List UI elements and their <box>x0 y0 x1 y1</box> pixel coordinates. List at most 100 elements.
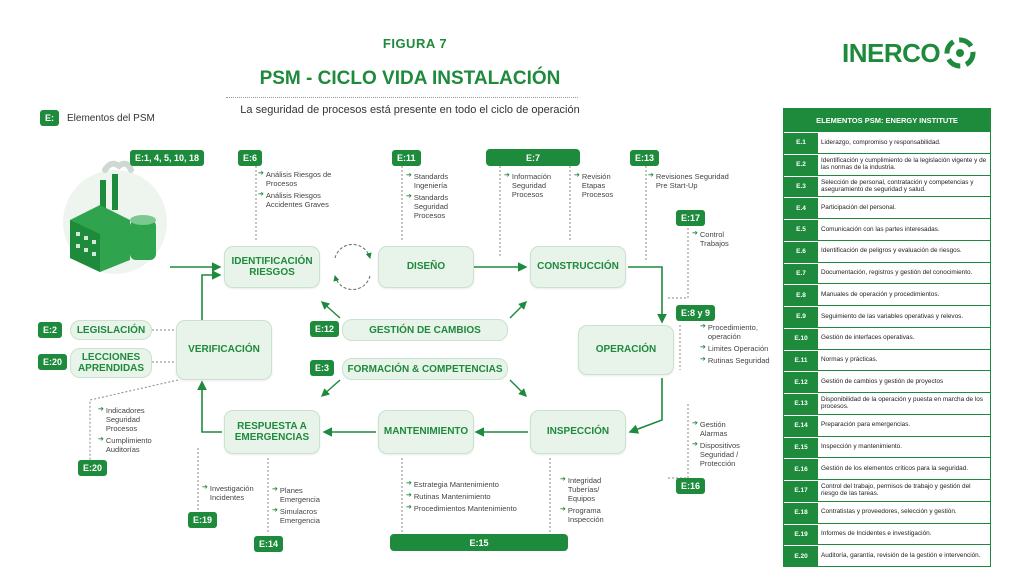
note-item: Información Seguridad Procesos <box>511 172 552 199</box>
element-description: Liderazgo, compromiso y responsabilidad. <box>821 138 941 146</box>
note-item: Control Trabajos <box>699 230 729 248</box>
notes-verificacion: ➔Indicadores Seguridad Procesos ➔Cumplim… <box>98 406 170 457</box>
note-item: Cumplimiento Auditorías <box>105 436 152 454</box>
element-code: E.5 <box>784 219 818 240</box>
element-code: E.10 <box>784 327 818 349</box>
element-code: E.1 <box>784 132 818 153</box>
note-item: Rutinas Mantenimiento <box>413 492 491 501</box>
node-inspeccion: INSPECCIÓN <box>530 410 626 454</box>
element-code: E.17 <box>784 480 818 501</box>
badge-e14: E:14 <box>254 536 284 552</box>
legend-badge: E: <box>40 110 59 126</box>
legend-label: Elementos del PSM <box>67 112 155 124</box>
element-description: Selección de personal, contratación y co… <box>821 178 974 193</box>
badge-e13: E:13 <box>630 150 660 166</box>
element-code: E.12 <box>784 371 818 392</box>
note-item: Análisis Riesgos de Procesos <box>265 170 332 188</box>
element-description: Control del trabajo, permisos de trabajo… <box>821 483 971 498</box>
badge-e20-lecciones: E:20 <box>38 354 68 370</box>
element-code: E.4 <box>784 197 818 218</box>
badge-e2: E:2 <box>38 322 63 338</box>
badge-e20-verificacion: E:20 <box>78 460 108 476</box>
badge-e6: E:6 <box>238 150 263 166</box>
element-code: E.8 <box>784 284 818 305</box>
note-item: Estrategia Mantenimiento <box>413 480 499 489</box>
element-code: E.11 <box>784 349 818 371</box>
note-item: Procedimientos Mantenimiento <box>413 504 517 513</box>
element-code: E.6 <box>784 240 818 262</box>
element-code: E.9 <box>784 306 818 327</box>
element-description: Gestión de cambios y gestión de proyecto… <box>821 377 944 385</box>
element-code: E.19 <box>784 523 818 545</box>
pill-lecciones-aprendidas: LECCIONES APRENDIDAS <box>70 348 152 378</box>
notes-e7-info: ➔Información Seguridad Procesos <box>504 172 562 202</box>
note-item: Limites Operación <box>707 344 769 353</box>
element-description: Inspección y mantenimiento. <box>821 443 902 451</box>
element-description: Gestión de interfaces operativas. <box>821 334 915 342</box>
element-code: E.7 <box>784 262 818 284</box>
notes-e16: ➔Gestión Alarmas ➔Dispositivos Seguridad… <box>692 420 752 471</box>
note-item: Investigación Incidentes <box>209 484 254 502</box>
element-description: Documentación, registros y gestión del c… <box>821 269 973 277</box>
element-code: E.20 <box>784 545 818 566</box>
title-divider <box>226 97 578 98</box>
notes-planes: ➔Planes Emergencia ➔Simulacros Emergenci… <box>272 486 336 528</box>
badge-e16: E:16 <box>676 478 706 494</box>
note-item: Integridad Tuberías/ Equipos <box>567 476 602 503</box>
node-respuesta-emergencias: RESPUESTA A EMERGENCIAS <box>224 410 320 454</box>
element-code: E.15 <box>784 436 818 458</box>
pill-formacion-competencias: FORMACIÓN & COMPETENCIAS <box>342 358 508 380</box>
note-item: Análisis Riesgos Accidentes Graves <box>265 191 329 209</box>
badge-e15: E:15 <box>390 534 568 551</box>
notes-operacion: ➔Procedimiento, operación ➔Limites Opera… <box>700 323 776 368</box>
note-item: Procedimiento, operación <box>707 323 758 341</box>
notes-e6: ➔Análisis Riesgos de Procesos ➔Análisis … <box>258 170 338 212</box>
element-description: Preparación para emergencias. <box>821 421 911 429</box>
element-description: Comunicación con las partes interesadas. <box>821 225 940 233</box>
page-title: PSM - CICLO VIDA INSTALACIÓN <box>259 68 561 89</box>
element-description: Disponibilidad de la operación y puesta … <box>821 396 983 411</box>
note-item: Planes Emergencia <box>279 486 320 504</box>
plant-illustration <box>63 160 167 274</box>
note-item: Standards Ingeniería <box>413 172 449 190</box>
element-description: Contratistas y proveedores, selección y … <box>821 508 957 516</box>
node-construccion: CONSTRUCCIÓN <box>530 246 626 288</box>
node-verificacion: VERIFICACIÓN <box>176 320 272 380</box>
element-code: E.2 <box>784 153 818 175</box>
note-item: Simulacros Emergencia <box>279 507 320 525</box>
element-description: Participación del personal. <box>821 203 896 211</box>
notes-e7-revision: ➔Revisión Etapas Procesos <box>574 172 630 202</box>
notes-e17: ➔Control Trabajos <box>692 230 742 251</box>
inerco-logo: INERCO <box>842 36 976 70</box>
element-description: Gestión de los elementos críticos para l… <box>821 464 969 472</box>
note-item: Rutinas Seguridad <box>707 356 770 365</box>
notes-e11: ➔Standards Ingeniería ➔Standards Segurid… <box>406 172 476 223</box>
node-mantenimiento: MANTENIMIENTO <box>378 410 474 454</box>
element-code: E.3 <box>784 175 818 197</box>
element-description: Seguimiento de las variables operativas … <box>821 312 964 320</box>
legend: E: Elementos del PSM <box>40 110 155 126</box>
element-code: E.18 <box>784 501 818 523</box>
element-code: E.14 <box>784 414 818 436</box>
note-item: Indicadores Seguridad Procesos <box>105 406 145 433</box>
note-item: Standards Seguridad Procesos <box>413 193 449 220</box>
note-item: Programa Inspección <box>567 506 604 524</box>
element-description: Identificación de peligros y evaluación … <box>821 247 962 255</box>
badge-e17: E:17 <box>676 210 706 226</box>
